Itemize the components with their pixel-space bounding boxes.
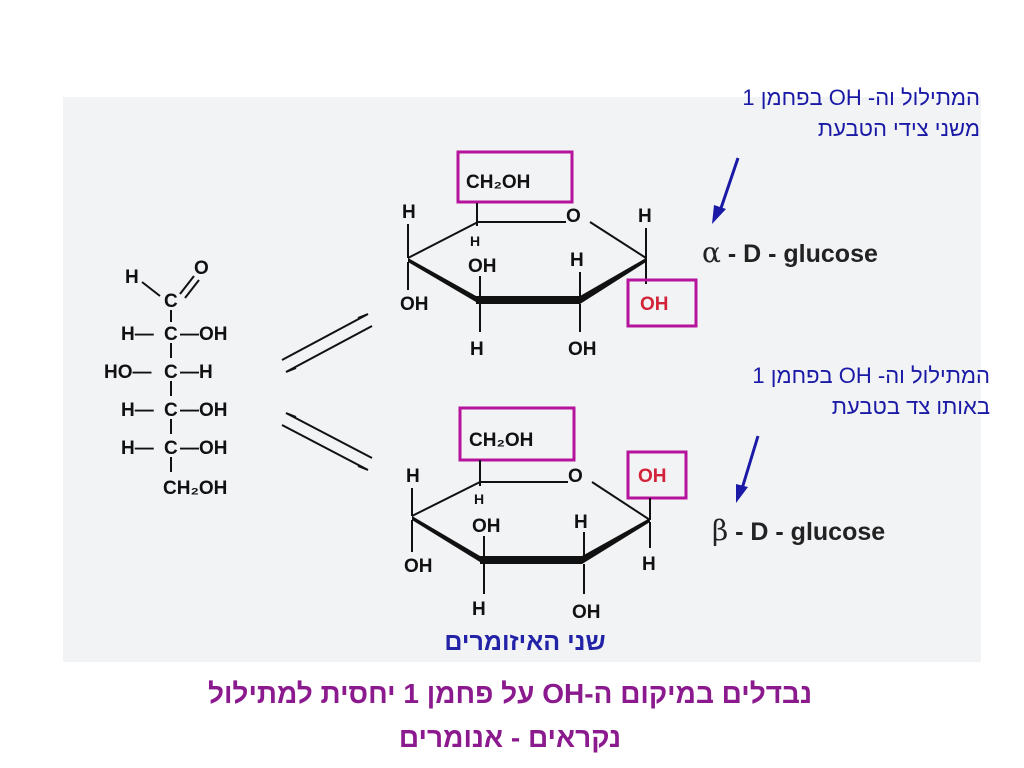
beta-oh-c1: OH — [638, 466, 667, 487]
beta-glucose-ring: CH₂OH H O H OH OH H H OH H OH — [404, 406, 688, 623]
beta-h-c5: H — [474, 491, 484, 507]
alpha-label-text: - D - glucose — [721, 240, 878, 268]
c1-c: C — [164, 291, 178, 312]
beta-h-c1: H — [642, 554, 656, 575]
svg-text:β - D - glucose: β - D - glucose — [712, 514, 885, 547]
alpha-h-c1: H — [638, 206, 652, 227]
caption-line2: נבדלים במיקום ה-OH על פחמן 1 יחסית למתיל… — [207, 678, 813, 709]
alpha-symbol: α — [702, 236, 721, 269]
c4-c: C — [164, 400, 178, 421]
alpha-ch2oh: CH₂OH — [466, 172, 530, 193]
c5-right: —OH — [180, 438, 228, 459]
beta-oh-highlight — [626, 450, 688, 500]
alpha-label: α - D - glucose — [702, 236, 878, 269]
c1-h: H — [125, 267, 139, 288]
alpha-note-line2: משני צידי הטבעת — [817, 116, 980, 141]
caption-isomers: שני האיזומרים — [444, 628, 606, 656]
beta-h-c3: H — [574, 512, 588, 533]
c2-left: H— — [121, 324, 154, 345]
equilibrium-arrow-upper — [281, 313, 373, 373]
beta-label-text: - D - glucose — [728, 518, 885, 546]
alpha-oh-c1: OH — [640, 294, 669, 315]
beta-ch2oh: CH₂OH — [469, 430, 533, 451]
alpha-oh-highlight — [626, 278, 698, 328]
beta-note-line2: באותו צד בטבעת — [831, 394, 990, 419]
alpha-glucose-ring: CH₂OH H O H OH H H OH OH H OH — [400, 150, 698, 360]
c2-c: C — [164, 324, 178, 345]
beta-ch2oh-highlight — [458, 406, 576, 462]
alpha-h-c3: H — [570, 250, 584, 271]
c1-o: O — [194, 258, 209, 279]
alpha-h-top-left: H — [402, 202, 416, 223]
c5-left: H— — [121, 438, 154, 459]
c4-left: H— — [121, 400, 154, 421]
alpha-h-c5: H — [470, 233, 480, 249]
alpha-h-bottom: H — [470, 339, 484, 360]
beta-h-top-left: H — [406, 466, 420, 487]
diagram-panel — [63, 97, 981, 662]
beta-oh-bottom: OH — [572, 602, 601, 623]
beta-oh-c4: OH — [472, 516, 501, 537]
beta-h-bottom: H — [472, 599, 486, 620]
beta-oh-left: OH — [404, 556, 433, 577]
svg-text:α - D - glucose: α - D - glucose — [702, 236, 878, 269]
alpha-note-line1: המתילול וה- OH בפחמן 1 — [742, 85, 980, 110]
open-chain-glucose: H O C H— C —OH HO— C —H H— C —OH H— C —O… — [104, 258, 228, 499]
alpha-ring-o: O — [566, 206, 581, 227]
equilibrium-arrow-lower — [281, 412, 373, 471]
c4-right: —OH — [180, 400, 228, 421]
caption-line3: נקראים - אנומרים — [398, 722, 622, 753]
beta-label: β - D - glucose — [712, 514, 885, 547]
c5-c: C — [164, 438, 178, 459]
beta-note: המתילול וה- OH בפחמן 1 באותו צד בטבעת — [610, 360, 990, 422]
alpha-oh-left: OH — [400, 294, 429, 315]
beta-symbol: β — [712, 514, 728, 547]
alpha-ch2oh-highlight — [456, 150, 574, 204]
c6-ch2oh: CH₂OH — [163, 478, 227, 499]
c2-right: —OH — [180, 324, 228, 345]
beta-pointer-arrow — [736, 435, 760, 503]
c3-left: HO— — [104, 362, 152, 383]
alpha-pointer-arrow — [712, 157, 740, 224]
alpha-oh-bottom: OH — [568, 339, 597, 360]
alpha-oh-c4: OH — [468, 256, 497, 277]
caption-anomers: נבדלים במיקום ה-OH על פחמן 1 יחסית למתיל… — [60, 672, 960, 760]
alpha-note: המתילול וה- OH בפחמן 1 משני צידי הטבעת — [600, 82, 980, 144]
c3-c: C — [164, 362, 178, 383]
beta-note-line1: המתילול וה- OH בפחמן 1 — [752, 363, 990, 388]
c3-right: —H — [180, 362, 213, 383]
beta-ring-o: O — [568, 466, 583, 487]
